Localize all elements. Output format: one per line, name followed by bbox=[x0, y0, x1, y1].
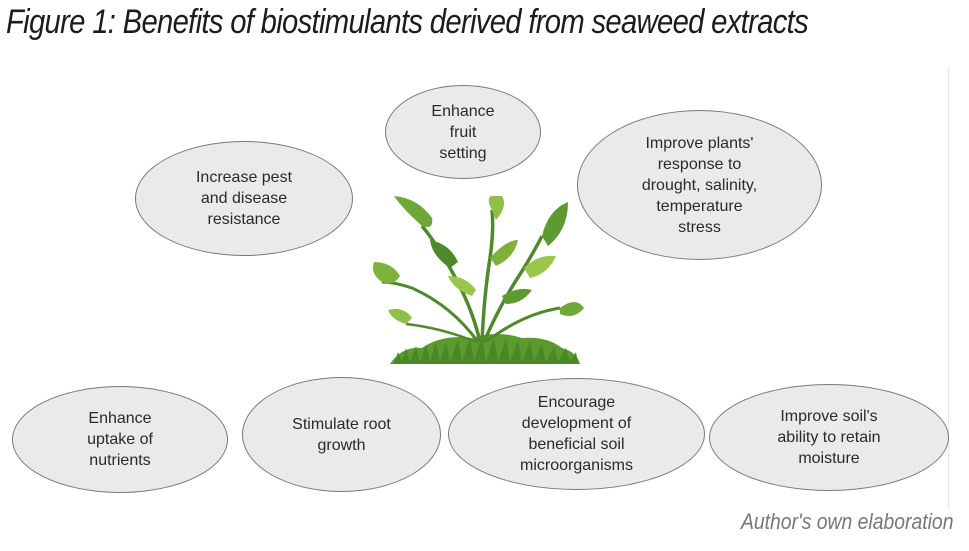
benefit-nutrient-uptake: Enhance uptake of nutrients bbox=[12, 386, 228, 493]
benefit-label: Improve plants' response to drought, sal… bbox=[641, 134, 758, 236]
benefit-soil-moisture: Improve soil's ability to retain moistur… bbox=[709, 384, 949, 491]
benefit-label: Stimulate root growth bbox=[292, 415, 391, 454]
benefit-label: Increase pest and disease resistance bbox=[195, 169, 293, 228]
benefit-label: Improve soil's ability to retain moistur… bbox=[777, 408, 881, 467]
figure-credit: Author's own elaboration bbox=[740, 509, 953, 534]
plant-icon bbox=[373, 196, 584, 364]
benefit-soil-microorganisms: Encourage development of beneficial soil… bbox=[448, 378, 705, 490]
benefit-label: Encourage development of beneficial soil… bbox=[520, 394, 633, 474]
benefit-stress-response: Improve plants' response to drought, sal… bbox=[577, 110, 822, 260]
benefit-label: Enhance fruit setting bbox=[431, 102, 495, 162]
benefit-pest-resistance: Increase pest and disease resistance bbox=[135, 141, 353, 256]
benefit-root-growth: Stimulate root growth bbox=[242, 377, 441, 492]
benefit-fruit-setting: Enhance fruit setting bbox=[385, 85, 541, 179]
benefit-label: Enhance uptake of nutrients bbox=[87, 410, 153, 469]
figure-title: Figure 1: Benefits of biostimulants deri… bbox=[6, 3, 809, 41]
